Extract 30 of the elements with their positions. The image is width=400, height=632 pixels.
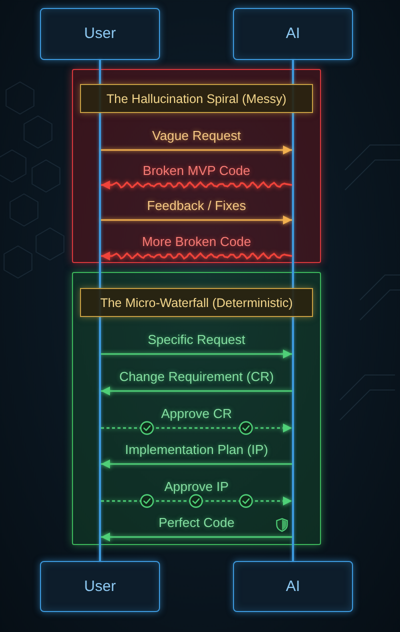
message-arrow <box>101 532 292 542</box>
message-label: Change Requirement (CR) <box>119 369 274 384</box>
message-arrow <box>101 216 292 224</box>
message-arrow <box>101 350 292 358</box>
participant-label: AI <box>286 25 300 43</box>
message-label: Broken MVP Code <box>142 163 250 178</box>
message-label: More Broken Code <box>142 234 252 249</box>
section-heading: The Hallucination Spiral (Messy) <box>80 84 313 113</box>
message-arrow <box>101 460 292 468</box>
message-label: Approve CR <box>161 406 232 421</box>
dashed-arrow <box>101 421 292 435</box>
participant-box <box>233 561 353 612</box>
message-label: Specific Request <box>148 332 246 347</box>
participant-label: User <box>84 578 116 596</box>
message-label: Implementation Plan (IP) <box>124 442 268 457</box>
wavy-arrow <box>101 252 292 260</box>
message-label: Perfect Code <box>158 515 234 530</box>
wavy-arrow <box>101 180 292 190</box>
participant-box <box>233 8 353 60</box>
message-label: Approve IP <box>164 479 229 494</box>
participant-box <box>40 561 160 612</box>
dashed-arrow <box>101 494 292 508</box>
message-arrow <box>101 386 292 396</box>
participant-label: User <box>84 25 116 43</box>
message-arrow <box>101 146 292 154</box>
section-heading: The Micro-Waterfall (Deterministic) <box>80 288 313 317</box>
message-label: Feedback / Fixes <box>147 198 246 213</box>
message-label: Vague Request <box>152 128 241 143</box>
participant-label: AI <box>286 578 300 596</box>
participant-box <box>40 8 160 60</box>
